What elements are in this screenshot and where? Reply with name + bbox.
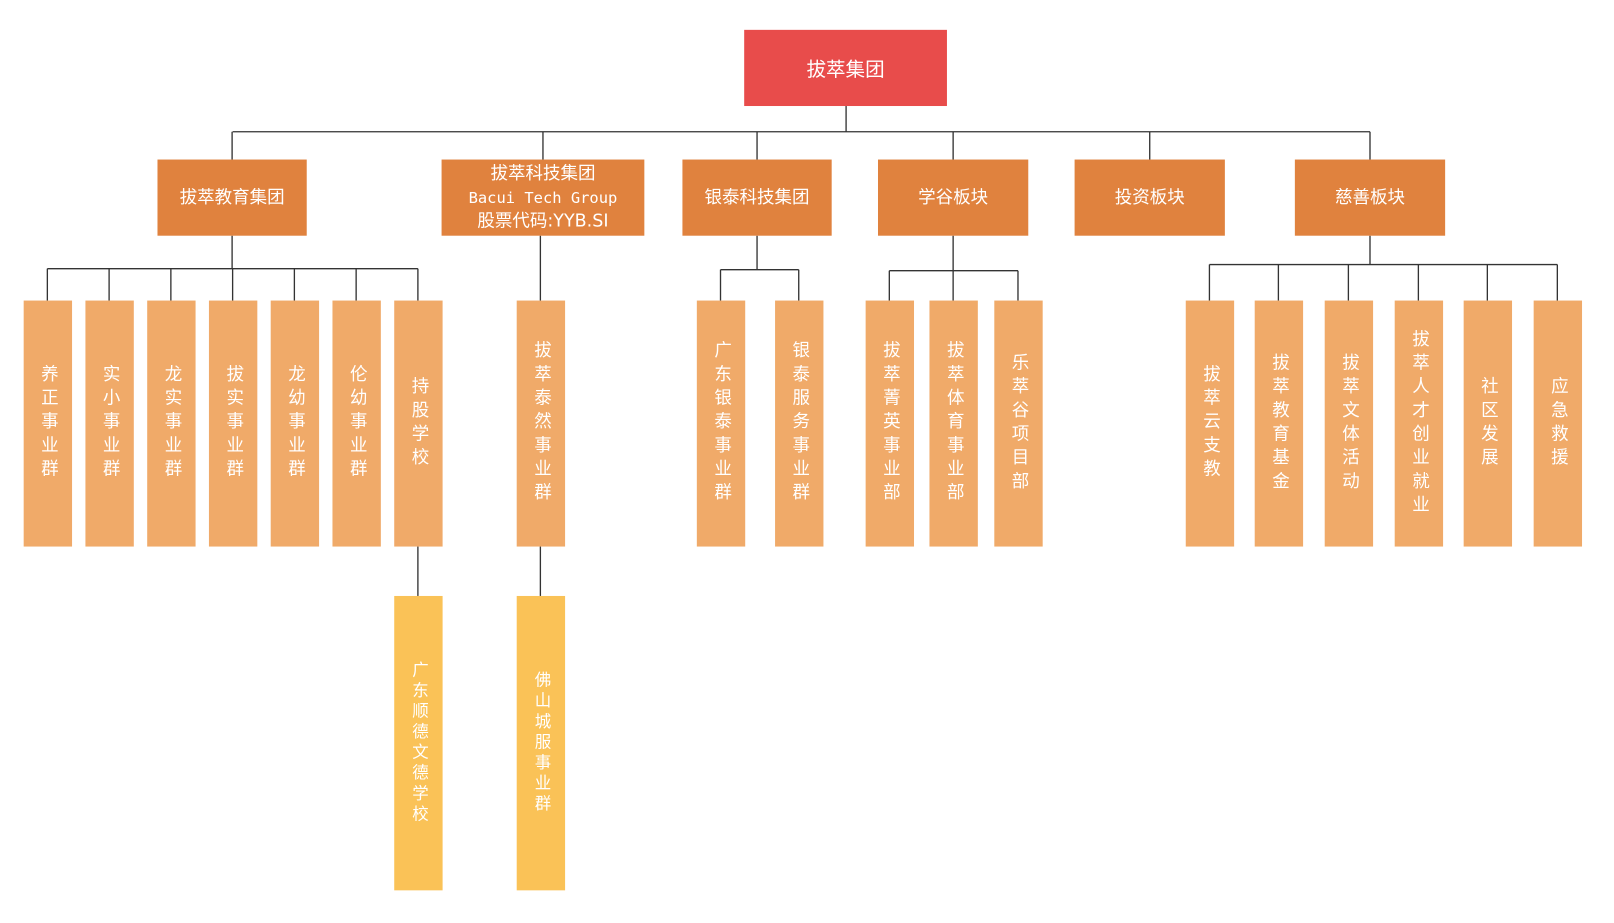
unit-node: 养正事业群 [23,300,73,547]
root-label: 拔萃集团 [806,58,885,81]
unit-node: 拔萃体育事业部 [929,300,978,547]
unit-label: 养正事业群 [37,364,58,483]
unit-label: 拔实事业群 [222,364,243,483]
group-node: 拔萃教育集团 [157,159,307,236]
unit-label: 拔萃云支教 [1199,364,1220,483]
unit-label: 持股学校 [407,376,429,471]
unit-node: 银泰服务事业群 [775,300,824,547]
unit-node: 乐萃谷项目部 [994,300,1043,547]
group-node: 拔萃科技集团 Bacui Tech Group 股票代码:YYB.SI [441,159,645,236]
root-node: 拔萃集团 [744,29,947,107]
subunit-label: 广东顺德文德学校 [409,660,429,826]
group-label: 学谷板块 [918,186,989,208]
group-label: 拔萃教育集团 [179,186,285,208]
unit-node: 拔萃菁英事业部 [865,300,915,547]
unit-node: 应急救援 [1533,300,1583,547]
unit-node: 拔萃云支教 [1185,300,1235,547]
unit-label: 乐萃谷项目部 [1007,352,1029,495]
group-label: 慈善板块 [1335,186,1405,208]
unit-label: 广东银泰事业群 [710,340,731,507]
group-node: 投资板块 [1074,159,1225,236]
subunit-node: 佛山城服事业群 [516,595,566,891]
unit-label: 拔萃教育基金 [1268,352,1289,495]
subunit-label: 佛山城服事业群 [531,671,552,816]
unit-label: 银泰服务事业群 [788,340,810,507]
unit-node: 拔萃教育基金 [1254,300,1304,547]
unit-node: 拔萃泰然事业群 [516,300,566,547]
unit-node: 龙幼事业群 [270,300,320,547]
unit-label: 应急救援 [1547,376,1568,471]
unit-node: 龙实事业群 [147,300,196,547]
unit-node: 实小事业群 [85,300,134,547]
group-label: 投资板块 [1114,186,1185,208]
unit-label: 拔萃文体活动 [1338,352,1359,495]
group-node: 银泰科技集团 [682,159,832,236]
unit-node: 社区发展 [1463,300,1513,547]
unit-label: 拔萃泰然事业群 [530,340,551,507]
unit-label: 实小事业群 [98,364,120,483]
group-sublabel: Bacui Tech Group [468,187,618,207]
group-node: 慈善板块 [1294,159,1446,236]
unit-label: 拔萃人才创业就业 [1408,328,1429,519]
unit-label: 拔萃菁英事业部 [879,340,900,507]
group-label: 拔萃科技集团 [490,163,596,184]
unit-node: 持股学校 [394,300,443,547]
unit-label: 社区发展 [1477,376,1498,471]
unit-label: 龙幼事业群 [284,364,305,483]
group-label: 银泰科技集团 [704,186,810,208]
unit-label: 伦幼事业群 [345,364,367,483]
unit-node: 拔实事业群 [208,300,258,547]
unit-node: 拔萃人才创业就业 [1394,300,1444,547]
unit-node: 伦幼事业群 [332,300,381,547]
unit-label: 龙实事业群 [160,364,182,483]
unit-label: 拔萃体育事业部 [942,340,964,507]
subunit-node: 广东顺德文德学校 [394,595,443,891]
unit-node: 拔萃文体活动 [1324,300,1374,547]
group-sublabel: 股票代码:YYB.SI [477,210,609,232]
group-node: 学谷板块 [877,159,1029,236]
unit-node: 广东银泰事业群 [696,300,746,547]
